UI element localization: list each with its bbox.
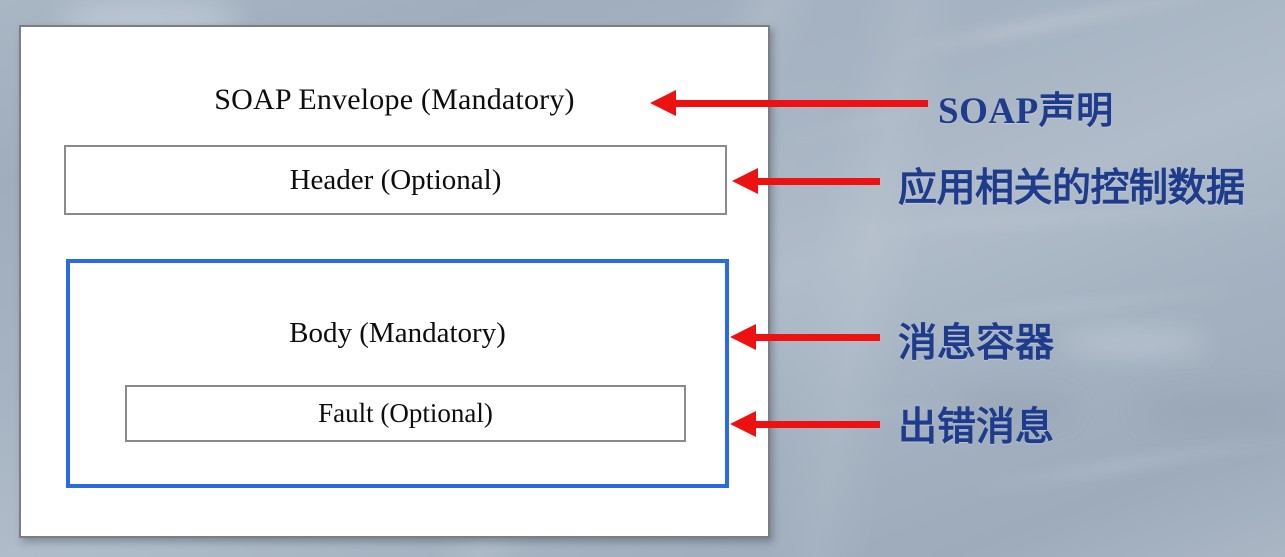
soap-body-box: Body (Mandatory) Fault (Optional): [66, 259, 729, 488]
soap-body-label: Body (Mandatory): [289, 317, 506, 349]
soap-fault-box: Fault (Optional): [125, 385, 686, 442]
soap-envelope-label: SOAP Envelope (Mandatory): [214, 83, 575, 116]
background-blur-spot: [1140, 398, 1285, 420]
arrow-shaft: [754, 334, 880, 341]
soap-header-label: Header (Optional): [289, 163, 502, 196]
annotation-application-control-data: 应用相关的控制数据: [898, 167, 1245, 210]
soap-envelope-panel: SOAP Envelope (Mandatory) Header (Option…: [19, 25, 770, 538]
background-blur-spot: [1060, 330, 1210, 356]
annotation-soap-declaration: SOAP声明: [938, 91, 1114, 132]
background-sheen-streak: [771, 98, 949, 149]
background-sheen-streak: [881, 0, 1209, 62]
soap-fault-label: Fault (Optional): [318, 398, 493, 428]
annotation-error-message: 出错消息: [898, 406, 1055, 449]
soap-header-box: Header (Optional): [64, 145, 727, 215]
annotation-message-container: 消息容器: [898, 322, 1055, 365]
arrow-shaft: [754, 421, 880, 428]
arrow-shaft: [756, 178, 880, 185]
